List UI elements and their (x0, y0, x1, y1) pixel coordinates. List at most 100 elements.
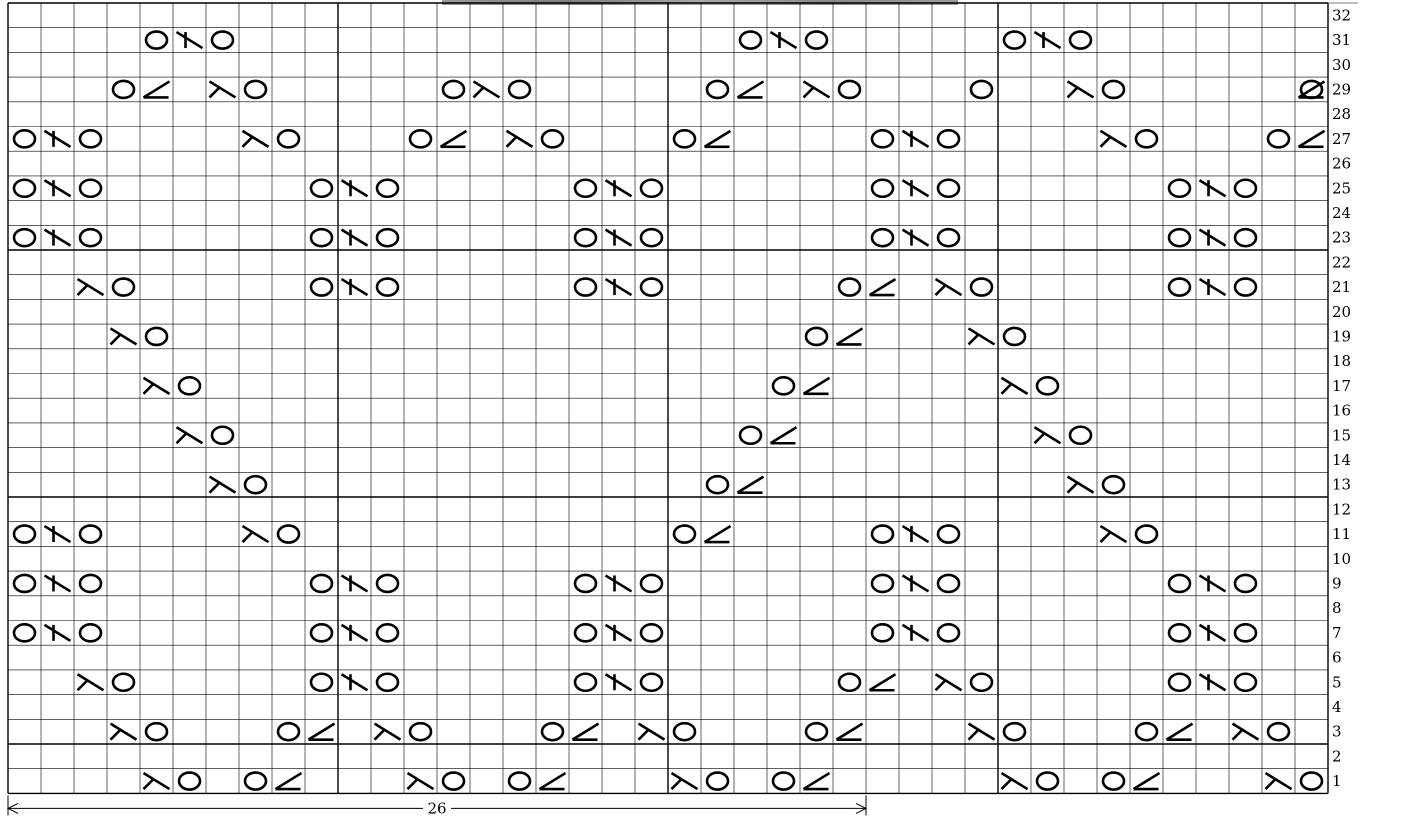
yarn-over-symbol (113, 279, 134, 296)
yarn-over-symbol (542, 723, 563, 740)
sk2p-symbol (1200, 279, 1226, 295)
yarn-over-symbol (377, 575, 398, 592)
row-label-14: 14 (1332, 451, 1351, 469)
ssk-symbol-foot (1002, 384, 1012, 394)
yarn-over-symbol (575, 279, 596, 296)
yarn-over-symbol (14, 229, 35, 246)
yarn-over-symbol (1235, 674, 1256, 691)
yarn-over-symbol (1103, 81, 1124, 98)
yarn-over-symbol (872, 624, 893, 641)
ssk-symbol-foot (210, 483, 220, 493)
yarn-over-symbol (938, 575, 959, 592)
yarn-over-symbol (1103, 773, 1124, 790)
yarn-over-symbol (872, 130, 893, 147)
yarn-over-symbol (1268, 130, 1289, 147)
yarn-over-symbol (1103, 476, 1124, 493)
yarn-over-symbol (1169, 624, 1190, 641)
sk2p-symbol (771, 32, 797, 48)
row-label-30: 30 (1332, 56, 1351, 74)
yarn-over-symbol (806, 723, 827, 740)
ssk-symbol-foot (672, 779, 682, 789)
sk2p-symbol (606, 625, 632, 641)
ssk-symbol-foot (1068, 87, 1078, 97)
yarn-over-symbol (641, 674, 662, 691)
yarn-over-symbol (14, 180, 35, 197)
sk2p-symbol (606, 575, 632, 591)
yarn-over-symbol (575, 674, 596, 691)
k2tog-symbol (705, 526, 731, 542)
k2tog-symbol (870, 674, 896, 690)
yarn-over-symbol (311, 674, 332, 691)
sk2p-symbol (45, 230, 71, 246)
yarn-over-symbol (1169, 229, 1190, 246)
yarn-over-symbol (212, 32, 233, 49)
sk2p-symbol (903, 180, 929, 196)
sk2p-symbol (903, 625, 929, 641)
ssk-symbol-foot (969, 334, 979, 344)
sk2p-symbol (45, 526, 71, 542)
yarn-over-symbol (740, 32, 761, 49)
yarn-over-symbol (245, 476, 266, 493)
yarn-over-symbol (1169, 674, 1190, 691)
yarn-over-symbol (575, 624, 596, 641)
ssk-symbol-foot (111, 730, 121, 740)
sk2p-symbol (342, 674, 368, 690)
sk2p-symbol (606, 674, 632, 690)
yarn-over-symbol (674, 723, 695, 740)
yarn-over-symbol (575, 575, 596, 592)
yarn-over-symbol (14, 575, 35, 592)
sk2p-symbol (45, 131, 71, 147)
k2tog-symbol (771, 427, 797, 443)
ssk-symbol-foot (243, 137, 253, 147)
yarn-over-symbol (377, 279, 398, 296)
yarn-over-symbol (707, 81, 728, 98)
yarn-over-symbol (311, 180, 332, 197)
k2tog-symbol (705, 131, 731, 147)
row-label-19: 19 (1332, 327, 1351, 345)
k2tog-symbol (738, 477, 764, 493)
sk2p-symbol (606, 230, 632, 246)
yarn-over-symbol (575, 229, 596, 246)
sk2p-symbol (1200, 674, 1226, 690)
ssk-symbol-foot (1035, 433, 1045, 443)
yarn-over-symbol (542, 130, 563, 147)
yarn-over-symbol (377, 229, 398, 246)
yarn-over-symbol (509, 773, 530, 790)
yarn-over-symbol (575, 180, 596, 197)
yarn-over-symbol (1136, 526, 1157, 543)
yarn-over-symbol (839, 674, 860, 691)
sk2p-symbol (903, 526, 929, 542)
ssk-symbol-foot (177, 433, 187, 443)
yarn-over-symbol (1136, 130, 1157, 147)
yarn-over-symbol (971, 81, 992, 98)
sk2p-symbol (1200, 575, 1226, 591)
row-label-7: 7 (1332, 624, 1342, 642)
ssk-symbol-foot (144, 384, 154, 394)
row-label-29: 29 (1332, 80, 1351, 98)
ssk-symbol-foot (936, 680, 946, 690)
sk2p-symbol (606, 279, 632, 295)
row-label-1: 1 (1332, 772, 1342, 790)
ssk-symbol-foot (1101, 532, 1111, 542)
row-label-12: 12 (1332, 500, 1351, 518)
yarn-over-symbol (1268, 723, 1289, 740)
sk2p-symbol (342, 180, 368, 196)
row-label-23: 23 (1332, 229, 1351, 247)
repeat-width-label: 26 (427, 799, 446, 817)
yarn-over-symbol (146, 723, 167, 740)
yarn-over-symbol (1070, 32, 1091, 49)
yarn-over-symbol (1004, 723, 1025, 740)
row-label-5: 5 (1332, 673, 1342, 691)
sk2p-symbol (342, 625, 368, 641)
yarn-over-symbol (1037, 377, 1058, 394)
k2tog-symbol (573, 724, 599, 740)
yarn-over-symbol (641, 575, 662, 592)
yarn-over-symbol (410, 130, 431, 147)
yarn-over-symbol (311, 279, 332, 296)
yarn-over-symbol (14, 130, 35, 147)
yarn-over-symbol (1235, 279, 1256, 296)
yarn-over-symbol (311, 229, 332, 246)
yarn-over-symbol (872, 229, 893, 246)
yarn-over-symbol (1235, 624, 1256, 641)
yarn-over-symbol (872, 526, 893, 543)
